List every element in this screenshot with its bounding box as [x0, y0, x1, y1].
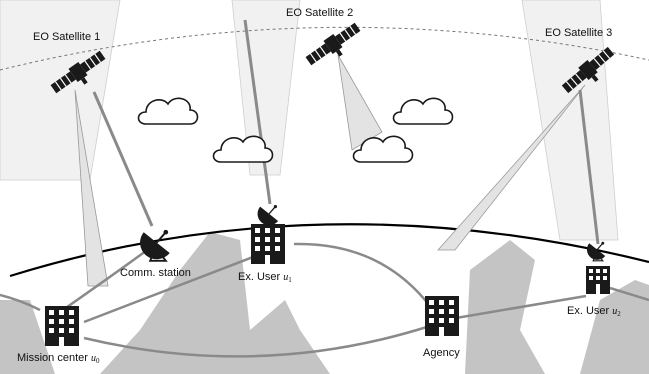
dish-antenna-icon: [256, 204, 279, 228]
satellite-links: [92, 19, 600, 245]
building-icon: [425, 296, 459, 336]
ground-links: [0, 242, 649, 358]
satellite-2: EO Satellite 2: [286, 7, 367, 74]
comm-station-label: Comm. station: [120, 267, 191, 279]
dish-antenna-icon: [139, 228, 171, 262]
cloud-icon: [392, 97, 454, 125]
satellite-3: EO Satellite 3: [545, 27, 621, 101]
clouds: [137, 97, 454, 163]
user-2-label: Ex. User u2: [567, 305, 621, 318]
comm-station: Comm. station: [120, 228, 191, 279]
user-1-label: Ex. User u1: [238, 271, 292, 284]
agency-label: Agency: [423, 347, 460, 359]
satellite-2-label: EO Satellite 2: [286, 7, 353, 19]
beam-cones: [74, 54, 586, 287]
user-2: Ex. User u2: [567, 241, 621, 318]
mission-center-label: Mission center u0: [17, 352, 100, 365]
satellite-3-label: EO Satellite 3: [545, 27, 612, 39]
satellite-icon: [303, 19, 367, 74]
satellite-1-label: EO Satellite 1: [33, 31, 100, 43]
agency: Agency: [423, 296, 460, 359]
mission-center: Mission center u0: [17, 306, 100, 365]
building-icon: [251, 224, 285, 264]
earth-horizon: [9, 223, 649, 278]
building-icon: [45, 306, 79, 346]
land-masses: [0, 232, 649, 374]
building-icon: [586, 266, 610, 294]
cloud-icon: [137, 97, 199, 125]
satellite-1: EO Satellite 1: [33, 31, 112, 102]
user-1: Ex. User u1: [238, 204, 292, 284]
cloud-icon: [212, 135, 274, 163]
